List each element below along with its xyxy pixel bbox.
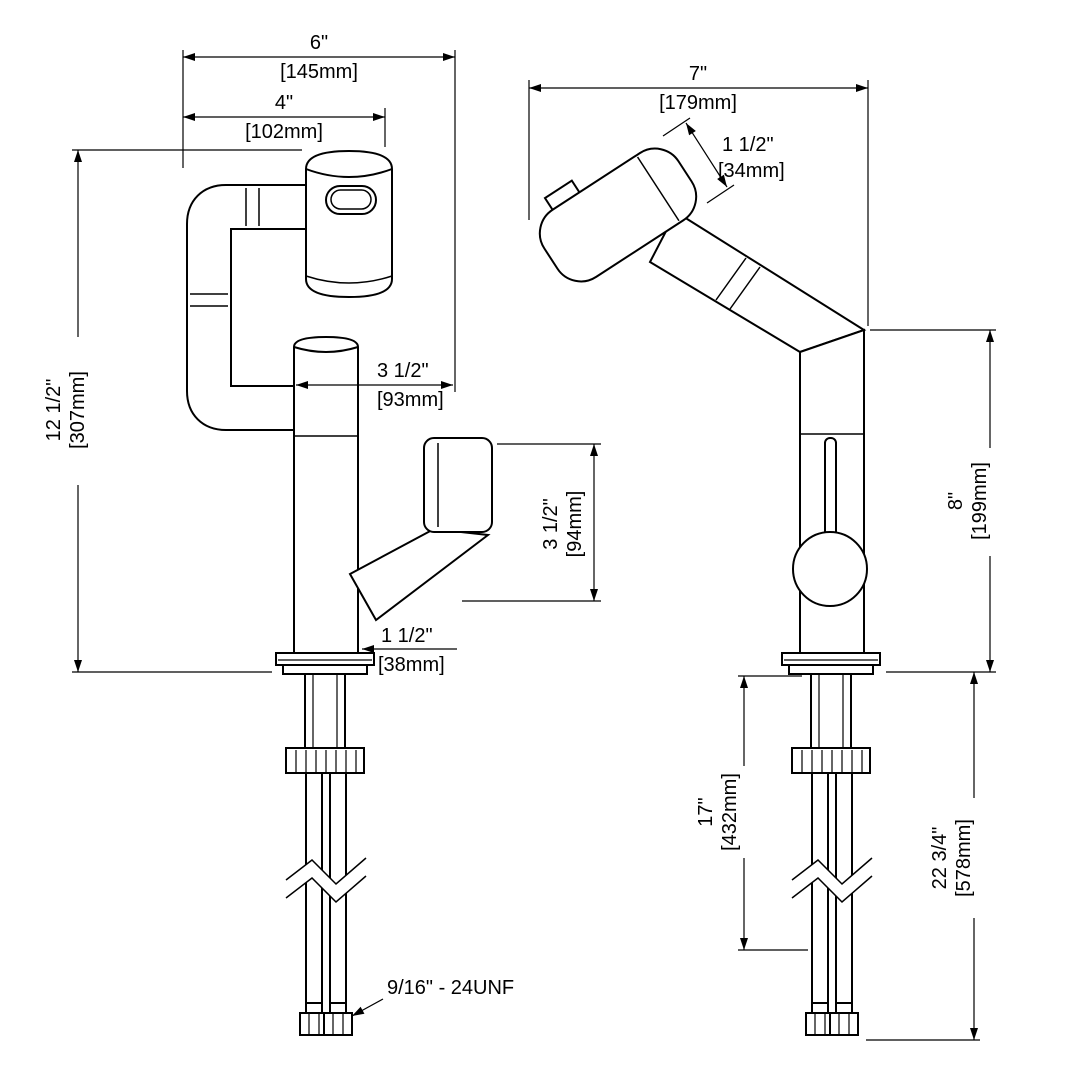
dim-overall-height-in: 12 1/2"	[43, 379, 65, 442]
hex-fitting	[323, 1012, 353, 1036]
supply-tube	[811, 772, 829, 1006]
mounting-nut	[791, 747, 871, 774]
side-spout-arm	[648, 210, 867, 354]
handle-knob	[423, 437, 493, 533]
break-symbol	[285, 857, 367, 886]
dim-supply-length-in: 17"	[695, 797, 717, 826]
front-view: 6" [145mm] 4" [102mm] 12 1/2" [307mm] 3 …	[43, 32, 601, 1036]
leader-line	[351, 998, 384, 1017]
front-column-rim	[293, 346, 359, 353]
dim-handle-height-mm: [94mm]	[564, 491, 586, 558]
front-below-counter	[285, 673, 367, 1036]
arm-seam	[729, 266, 761, 310]
side-below-counter	[791, 673, 873, 1036]
front-faucet-body	[186, 149, 493, 675]
dim-spout-reach-in: 3 1/2"	[377, 360, 429, 382]
base-ring	[282, 664, 368, 675]
spout-head	[538, 147, 698, 283]
dim-spout-width-mm: [102mm]	[245, 121, 323, 143]
mounting-shank	[810, 673, 852, 749]
hose-collar	[329, 1002, 347, 1014]
break-mask	[286, 858, 366, 902]
dim-below-counter-in: 22 3/4"	[929, 827, 951, 890]
dimension-line	[685, 122, 728, 188]
dim-spout-height-in: 8"	[945, 492, 967, 510]
arm-seam	[715, 257, 747, 301]
hose-collar	[835, 1002, 853, 1014]
front-dimensions: 6" [145mm] 4" [102mm] 12 1/2" [307mm] 3 …	[43, 32, 601, 1017]
break-symbol	[791, 875, 873, 904]
mounting-shank	[304, 673, 346, 749]
mounting-nut	[285, 747, 365, 774]
front-column	[293, 335, 359, 654]
base-ring	[788, 664, 874, 675]
nut-hatching	[295, 750, 357, 772]
handle-pivot	[792, 531, 868, 607]
dim-overall-height-mm: [307mm]	[67, 371, 89, 449]
dim-spout-diameter-mm: [34mm]	[718, 160, 785, 182]
spout-s-tube-inner	[188, 186, 330, 429]
dim-spout-reach-mm: [93mm]	[377, 389, 444, 411]
outlet-slot-inner	[330, 189, 372, 210]
outlet-slot-outer	[325, 185, 377, 215]
side-dimensions: 7" [179mm] 1 1/2" [34mm] 8" [199mm] 17" …	[528, 63, 996, 1041]
dim-overall-width-in: 6"	[310, 32, 328, 54]
dim-overall-depth-mm: [179mm]	[659, 92, 737, 114]
dim-spout-width-in: 4"	[275, 92, 293, 114]
dim-handle-height-in: 3 1/2"	[540, 498, 562, 550]
base-flange	[275, 652, 375, 666]
dim-overall-width-mm: [145mm]	[280, 61, 358, 83]
outlet-cylinder	[305, 149, 393, 299]
side-view: 7" [179mm] 1 1/2" [34mm] 8" [199mm] 17" …	[528, 63, 996, 1041]
handle-stem	[348, 527, 491, 622]
hex-fitting	[829, 1012, 859, 1036]
dim-base-diameter-in: 1 1/2"	[381, 625, 433, 647]
nut-hatching	[801, 750, 863, 772]
thread-callout: 9/16" - 24UNF	[387, 977, 514, 999]
dim-spout-diameter-in: 1 1/2"	[722, 134, 774, 156]
dim-base-diameter-mm: [38mm]	[378, 654, 445, 676]
dim-overall-depth-in: 7"	[689, 63, 707, 85]
break-symbol	[285, 875, 367, 904]
side-faucet-body	[538, 147, 881, 675]
break-symbol	[791, 857, 873, 886]
hose-collar	[305, 1002, 323, 1014]
dim-below-counter-mm: [578mm]	[953, 819, 975, 897]
dim-supply-length-mm: [432mm]	[719, 773, 741, 851]
base-flange	[781, 652, 881, 666]
spout-head-capsule	[538, 147, 698, 283]
outlet-bottom-rim	[305, 275, 393, 284]
hose-collar	[811, 1002, 829, 1014]
outlet-top-rim	[305, 168, 393, 178]
handle-lever	[824, 437, 837, 545]
supply-tube	[305, 772, 323, 1006]
spout-head-seam	[636, 156, 680, 222]
break-mask	[792, 858, 872, 902]
extension-line	[662, 117, 691, 137]
extension-line	[706, 184, 735, 204]
dim-spout-height-mm: [199mm]	[969, 462, 991, 540]
